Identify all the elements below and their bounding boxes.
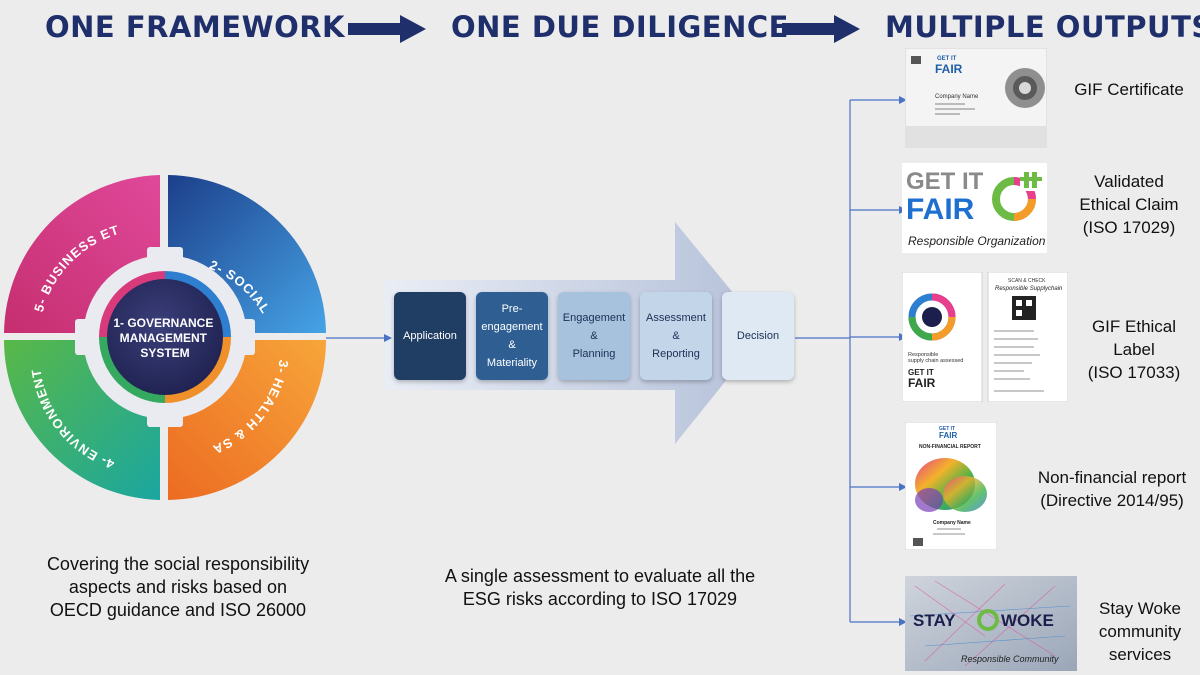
segment-social bbox=[168, 175, 326, 333]
step-assessment-line-2: & bbox=[672, 330, 680, 342]
output-3-line-2: Label bbox=[1113, 340, 1155, 359]
step-pre-engagement-line-4: Materiality bbox=[486, 357, 538, 369]
step-assessment-line-1: Assessment bbox=[646, 312, 706, 324]
thumb-non-financial-report: GET IT FAIR NON-FINANCIAL REPORT Company… bbox=[905, 422, 997, 550]
caption-dd-line-1: A single assessment to evaluate all the bbox=[444, 566, 756, 586]
header-one-due-diligence: ONE DUE DILIGENCE bbox=[451, 10, 789, 44]
header-arrow-2 bbox=[782, 15, 860, 43]
output-1-line-1: GIF Certificate bbox=[1074, 80, 1184, 99]
header-one-framework: ONE FRAMEWORK bbox=[45, 10, 346, 44]
svg-text:1- GOVERNANCE MANAGEMENT: 1- GOVERNANCE MANAGEMENT SYSTEM bbox=[113, 316, 216, 360]
claim-responsible-organization: Responsible Organization bbox=[908, 234, 1046, 248]
cert-company: Company Name bbox=[935, 94, 979, 100]
output-label-ethical-claim: Validated Ethical Claim (ISO 17029) bbox=[1070, 170, 1188, 239]
cert-fair: FAIR bbox=[935, 62, 963, 76]
step-assessment-line-3: Reporting bbox=[652, 348, 700, 360]
caption-due-diligence: A single assessment to evaluate all the … bbox=[420, 565, 780, 611]
eye-icon bbox=[977, 609, 999, 631]
step-pre-engagement-line-2: engagement bbox=[481, 321, 543, 333]
step-pre-engagement-line-3: & bbox=[508, 339, 516, 351]
caption-framework-line-3: OECD guidance and ISO 26000 bbox=[49, 600, 307, 620]
qr-code-icon bbox=[1012, 296, 1036, 320]
esg-wheel: 1- GOVERNANCE MANAGEMENT SYSTEM 2- SOCIA… bbox=[0, 165, 326, 500]
output-2-line-2: Ethical Claim bbox=[1079, 195, 1179, 214]
step-decision: Decision bbox=[722, 292, 794, 380]
step-application-label: Application bbox=[403, 330, 457, 342]
step-engagement-planning: Engagement & Planning bbox=[558, 292, 630, 380]
output-5-line-2: community bbox=[1098, 622, 1182, 641]
caption-framework-line-1: Covering the social responsibility bbox=[46, 554, 310, 574]
output-4-line-1: Non-financial report bbox=[1037, 468, 1187, 487]
thumb-ethical-label: Responsible supply chain assessed GET IT… bbox=[902, 272, 1068, 402]
header-arrow-1 bbox=[348, 15, 426, 43]
label-get-it: GET IT bbox=[908, 368, 934, 377]
caption-dd-line-2: ESG risks according to ISO 17029 bbox=[462, 589, 738, 609]
label-supply-chain: supply chain assessed bbox=[908, 358, 963, 364]
output-3-line-1: GIF Ethical bbox=[1091, 317, 1177, 336]
output-2-line-1: Validated bbox=[1094, 172, 1164, 191]
step-application: Application bbox=[394, 292, 466, 380]
cert-get-it: GET IT bbox=[937, 56, 957, 62]
output-5-line-1: Stay Woke bbox=[1099, 599, 1181, 618]
woke-responsible-community: Responsible Community bbox=[961, 654, 1059, 664]
nfr-title: NON-FINANCIAL REPORT bbox=[919, 444, 981, 450]
output-label-stay-woke: Stay Woke community services bbox=[1090, 597, 1190, 666]
segment-environment bbox=[3, 340, 161, 500]
step-engagement-line-2: & bbox=[590, 330, 598, 342]
claim-get-it: GET IT bbox=[906, 168, 984, 195]
thumb-stay-woke: STAY WOKE Responsible Community bbox=[905, 576, 1077, 671]
step-decision-label: Decision bbox=[736, 330, 780, 342]
step-pre-engagement: Pre- engagement & Materiality bbox=[476, 292, 548, 380]
center-line-1: 1- GOVERNANCE bbox=[113, 316, 213, 330]
output-label-gif-certificate: GIF Certificate bbox=[1070, 78, 1188, 101]
claim-fair: FAIR bbox=[906, 193, 975, 226]
label-responsible: Responsible bbox=[908, 352, 938, 358]
header-multiple-outputs: MULTIPLE OUTPUTS bbox=[885, 10, 1200, 44]
step-pre-engagement-line-1: Pre- bbox=[501, 303, 523, 315]
output-4-line-2: (Directive 2014/95) bbox=[1040, 491, 1184, 510]
nfr-get-it: GET IT bbox=[939, 426, 955, 432]
step-assessment-reporting: Assessment & Reporting bbox=[640, 292, 712, 380]
step-engagement-line-3: Planning bbox=[572, 348, 616, 360]
output-5-line-3: services bbox=[1108, 645, 1172, 664]
center-line-2: MANAGEMENT bbox=[120, 331, 208, 345]
nfr-company: Company Name bbox=[933, 520, 971, 526]
label-responsible-supplychain: Responsible Supplychain bbox=[995, 286, 1063, 292]
thumb-gif-certificate: GET IT FAIR Company Name bbox=[905, 48, 1047, 148]
label-fair: FAIR bbox=[908, 376, 936, 390]
label-scan-check: SCAN & CHECK bbox=[1008, 278, 1046, 284]
output-label-non-financial-report: Non-financial report (Directive 2014/95) bbox=[1030, 466, 1194, 512]
caption-framework-line-2: aspects and risks based on bbox=[68, 577, 288, 597]
output-3-line-3: (ISO 17033) bbox=[1087, 363, 1181, 382]
thumb-ethical-claim: GET IT FAIR Responsible Organization bbox=[902, 163, 1047, 253]
woke-stay: STAY bbox=[913, 611, 956, 630]
step-engagement-line-1: Engagement bbox=[562, 312, 626, 324]
governance-center bbox=[107, 279, 223, 395]
segment-health-safety bbox=[168, 340, 326, 500]
output-2-line-3: (ISO 17029) bbox=[1082, 218, 1176, 237]
woke-woke: WOKE bbox=[1001, 611, 1054, 630]
center-line-3: SYSTEM bbox=[140, 346, 189, 360]
segment-business-ethics bbox=[4, 175, 160, 333]
nfr-fair: FAIR bbox=[939, 431, 957, 440]
output-label-ethical-label: GIF Ethical Label (ISO 17033) bbox=[1080, 315, 1188, 384]
caption-framework: Covering the social responsibility aspec… bbox=[18, 553, 338, 622]
